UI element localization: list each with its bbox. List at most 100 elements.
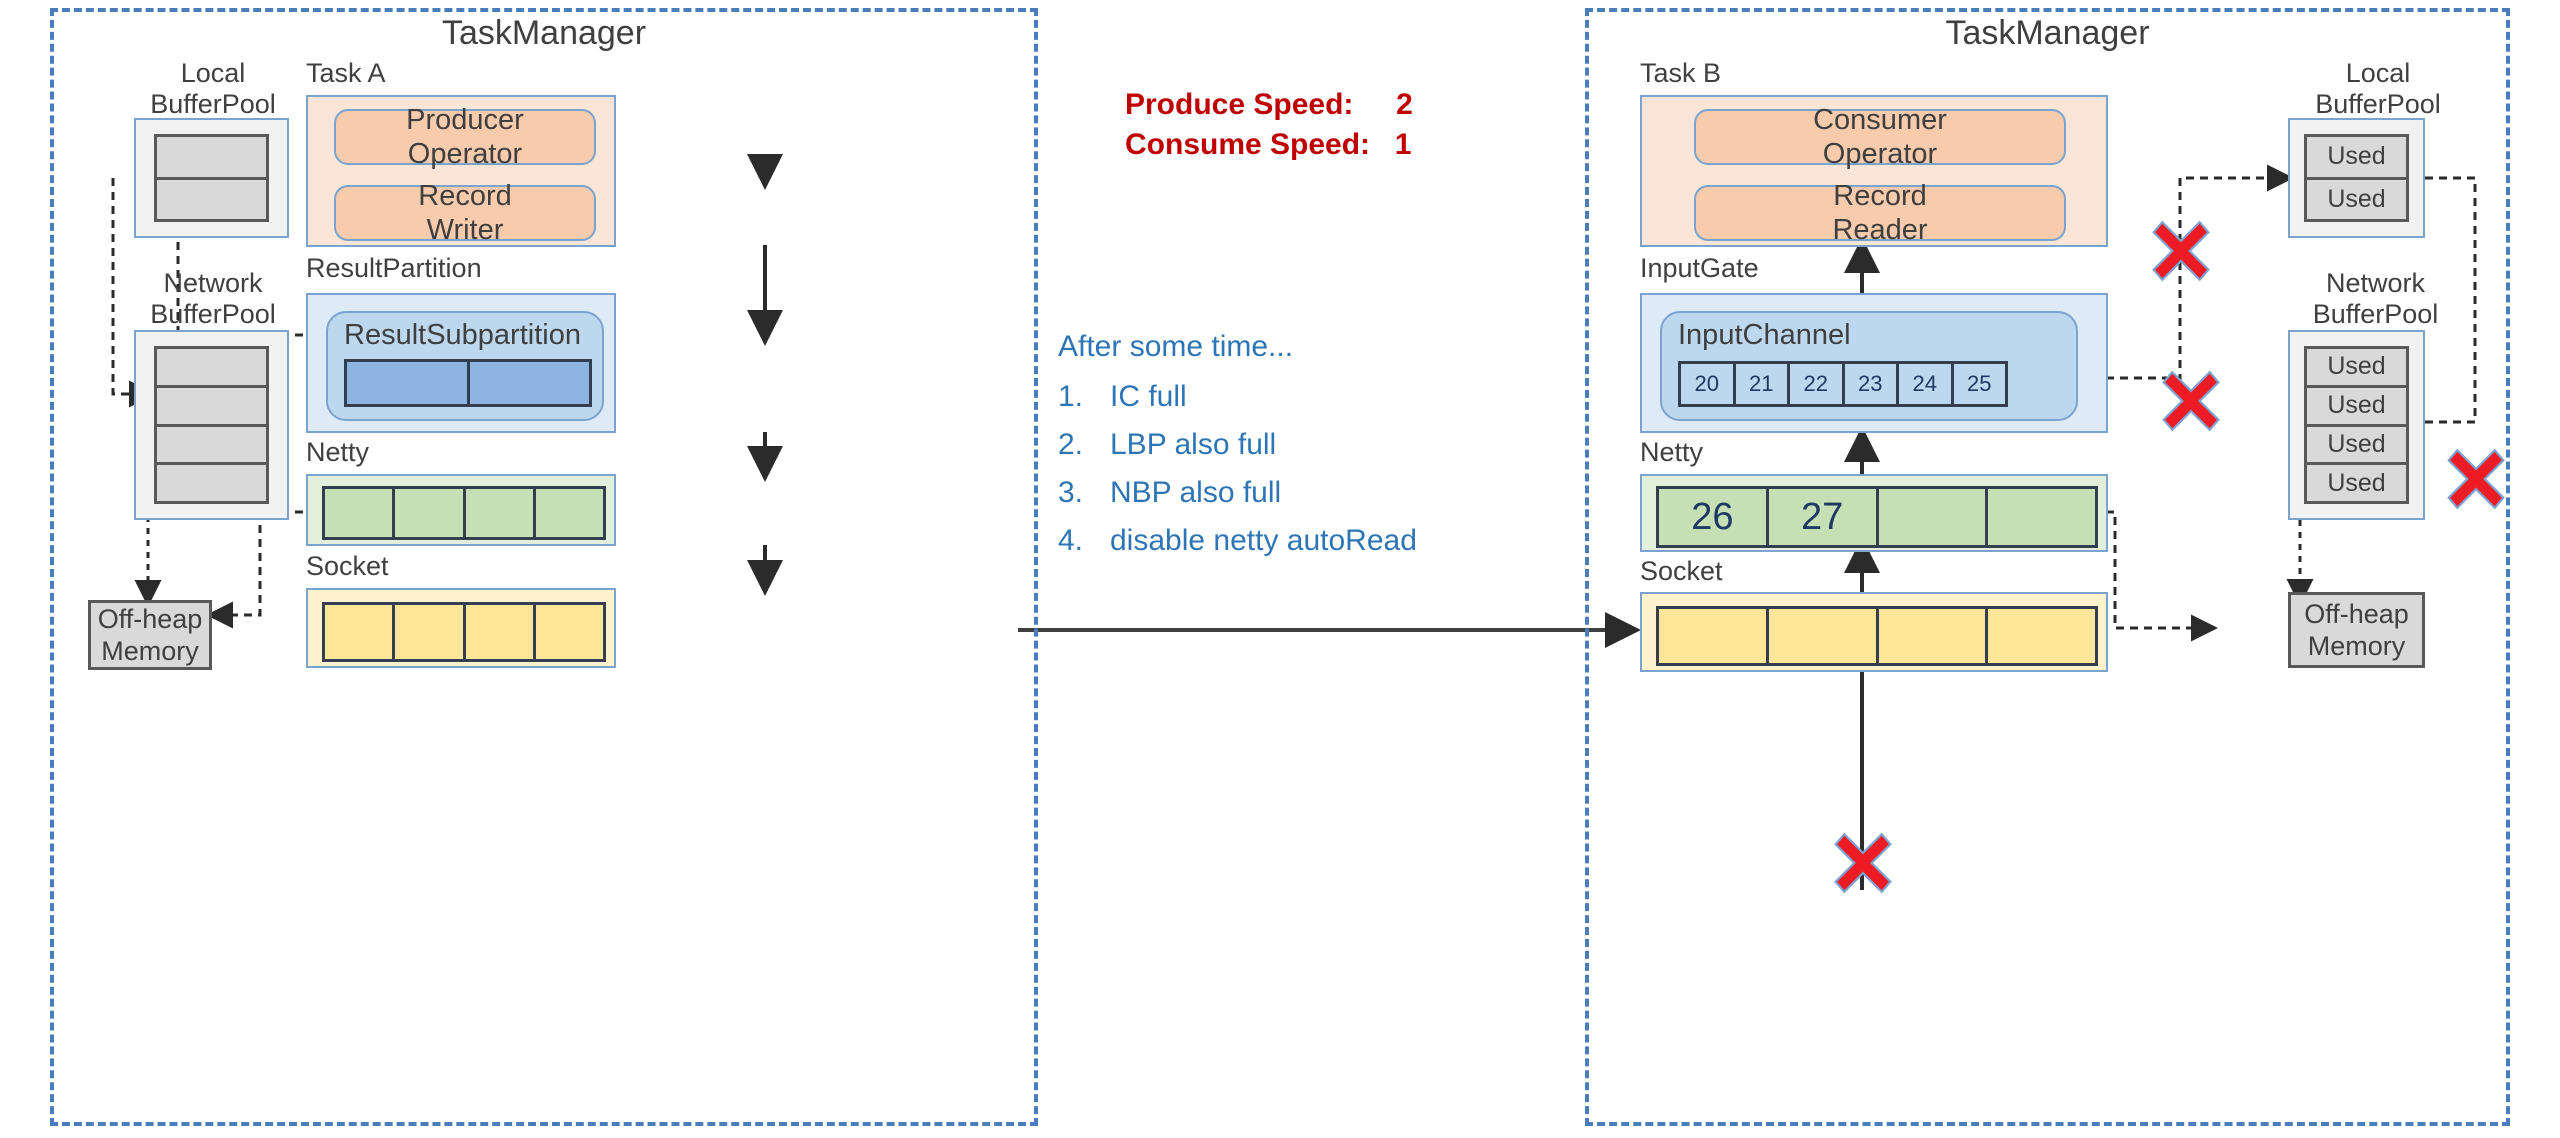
taskmanager-right-title: TaskManager: [1945, 14, 2150, 52]
left-socket-label: Socket: [306, 551, 389, 581]
pool-cell: Used: [2307, 349, 2406, 388]
left-offheap-memory-label: Off-heap Memory: [97, 603, 203, 666]
input-gate: InputChannel 20 21 22 23 24 25: [1640, 293, 2108, 433]
right-local-bufferpool-cells: Used Used: [2304, 134, 2409, 222]
buffer-cell: 21: [1735, 364, 1790, 404]
pool-cell: Used: [2307, 426, 2406, 466]
left-netty-label: Netty: [306, 437, 370, 467]
pool-cell: Used: [2307, 179, 2406, 219]
block-marker-socket-to-netty: [1834, 832, 1892, 894]
buffer-cell: [1768, 609, 1879, 663]
produce-speed-value: 2: [1396, 88, 1413, 121]
note-number: 3.: [1058, 476, 1084, 509]
buffer-cell: [325, 605, 396, 659]
note-heading: After some time...: [1058, 330, 1294, 363]
taskmanager-right: [1585, 8, 2510, 1126]
record-writer: Record Writer: [334, 180, 596, 246]
left-network-bufferpool-label: Network BufferPool: [150, 268, 276, 330]
record-reader: Record Reader: [1694, 180, 2066, 246]
left-offheap-memory: [88, 600, 212, 670]
buffer-cell: [469, 362, 589, 404]
buffer-cell: 23: [1844, 364, 1899, 404]
socket-left-buffers: [322, 602, 606, 662]
produce-speed-label: Produce Speed:: [1125, 88, 1354, 121]
netty-right-buffers: 26 27: [1656, 486, 2098, 548]
right-offheap-memory: Off-heap Memory: [2288, 592, 2425, 668]
result-subpartition-buffers: [344, 359, 592, 407]
input-channel-label: InputChannel: [1678, 319, 1851, 351]
consume-speed-label: Consume Speed:: [1125, 128, 1371, 161]
input-channel: InputChannel 20 21 22 23 24 25: [1660, 311, 2078, 421]
netty-right: 26 27: [1640, 474, 2108, 552]
pool-cell: Used: [2307, 465, 2406, 501]
buffer-cell: 22: [1790, 364, 1845, 404]
buffer-cell: [1878, 489, 1989, 545]
result-partition: ResultSubpartition: [306, 293, 616, 433]
left-local-bufferpool-label: Local BufferPool: [150, 58, 276, 120]
consume-speed-value: 1: [1394, 128, 1412, 161]
producer-operator: Producer Operator: [334, 104, 596, 170]
note-number: 4.: [1058, 524, 1084, 557]
note-item-3: 3. NBP also full: [1058, 476, 1281, 510]
left-resultpartition-label: ResultPartition: [306, 253, 482, 283]
buffer-cell: [465, 489, 536, 537]
buffer-cell: 27: [1768, 489, 1879, 545]
buffer-cell: [395, 489, 466, 537]
right-local-bufferpool-label: Local BufferPool: [2315, 58, 2441, 120]
buffer-cell: [325, 489, 396, 537]
pool-cell: [157, 387, 266, 427]
buffer-cell: [395, 605, 466, 659]
input-channel-buffers: 20 21 22 23 24 25: [1678, 361, 2008, 407]
buffer-cell: [465, 605, 536, 659]
note-number: 2.: [1058, 428, 1084, 461]
buffer-cell: 20: [1681, 364, 1736, 404]
pool-cell: Used: [2307, 387, 2406, 427]
buffer-cell: [347, 362, 470, 404]
left-network-bufferpool-cells: [154, 346, 269, 504]
right-netty-label: Netty: [1640, 437, 1704, 467]
right-socket-label: Socket: [1640, 556, 1723, 586]
taskmanager-left: [50, 8, 1038, 1126]
right-inputgate-label: InputGate: [1640, 253, 1759, 283]
pool-cell: [157, 349, 266, 388]
note-text: LBP also full: [1110, 428, 1277, 461]
task-b: Consumer Operator Record Reader: [1640, 95, 2108, 247]
note-text: NBP also full: [1110, 476, 1282, 509]
taskmanager-left-title: TaskManager: [441, 14, 647, 52]
note-text: disable netty autoRead: [1110, 524, 1417, 557]
left-local-bufferpool-cells: [154, 134, 269, 222]
note-item-2: 2. LBP also full: [1058, 428, 1276, 462]
pool-cell: [157, 179, 266, 219]
right-network-bufferpool-label: Network BufferPool: [2312, 268, 2439, 330]
buffer-cell: 24: [1899, 364, 1954, 404]
right-network-bufferpool: Used Used Used Used: [2288, 330, 2425, 520]
left-task-label: Task A: [306, 58, 386, 88]
buffer-cell: 25: [1953, 364, 2005, 404]
pool-cell: [157, 426, 266, 466]
pool-cell: [157, 465, 266, 501]
pool-cell: Used: [2307, 137, 2406, 180]
result-subpartition-label: ResultSubpartition: [344, 319, 581, 351]
netty-left: [306, 474, 616, 546]
right-task-label: Task B: [1640, 58, 1722, 88]
task-a: Producer Operator Record Writer: [306, 95, 616, 247]
produce-speed-annotation: Produce Speed: 2: [1125, 88, 1413, 122]
note-number: 1.: [1058, 380, 1084, 413]
consume-speed-annotation: Consume Speed: 1: [1125, 128, 1411, 162]
left-local-bufferpool: [134, 118, 289, 238]
block-marker-lbp-request: [2152, 220, 2210, 282]
block-marker-netty-read: [2447, 448, 2505, 510]
buffer-cell: [1988, 609, 2095, 663]
right-local-bufferpool: Used Used: [2288, 118, 2425, 238]
buffer-cell: [535, 489, 603, 537]
buffer-cell: 26: [1659, 489, 1769, 545]
pool-cell: [157, 137, 266, 180]
block-marker-nbp-request: [2162, 370, 2220, 432]
result-subpartition: ResultSubpartition: [326, 311, 604, 421]
socket-right-buffers: [1656, 606, 2098, 666]
buffer-cell: [1988, 489, 2095, 545]
buffer-cell: [535, 605, 603, 659]
right-network-bufferpool-cells: Used Used Used Used: [2304, 346, 2409, 504]
left-network-bufferpool: [134, 330, 289, 520]
